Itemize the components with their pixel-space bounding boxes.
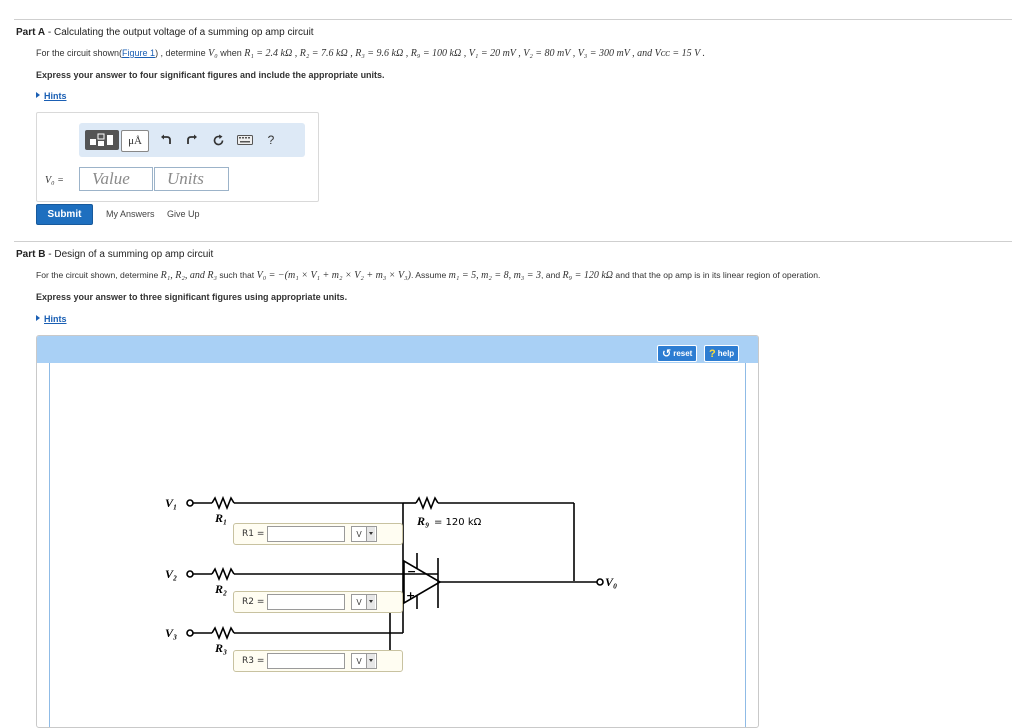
part-b-question: For the circuit shown, determine R₁, R₂,… xyxy=(36,270,821,281)
v3-terminal xyxy=(186,629,194,637)
redo-icon xyxy=(187,134,197,144)
r2-input[interactable] xyxy=(267,594,345,610)
v3-label: V₃ xyxy=(165,626,177,640)
circuit-diagram: V₁ V₂ V₃ R₁ R₂ R₃ R₉ = 120 kΩ V₀ − + xyxy=(165,495,617,670)
units-symbol-button[interactable]: μÅ xyxy=(121,130,149,152)
part-a-params: R₁ = 2.4 kΩ , R₂ = 7.6 kΩ , R₃ = 9.6 kΩ … xyxy=(244,48,705,59)
r1-label: R₁ xyxy=(214,511,227,525)
widget-help-button[interactable]: ?help xyxy=(704,345,740,362)
vo-label: V₀ = xyxy=(45,175,64,186)
r2-resistor xyxy=(211,566,235,582)
op-amp xyxy=(403,559,442,605)
r1-unit-select[interactable]: V xyxy=(351,526,377,542)
give-up-link[interactable]: Give Up xyxy=(167,209,200,219)
noninverting-input-sign: + xyxy=(406,589,415,602)
r1-resistor xyxy=(211,495,235,511)
part-a-heading: Calculating the output voltage of a summ… xyxy=(53,27,314,38)
r3-resistor xyxy=(211,625,235,641)
v2-label: V₂ xyxy=(165,567,177,581)
dropdown-arrow-icon xyxy=(366,595,375,609)
answer-box: μÅ ? V₀ = Value Units xyxy=(36,112,319,202)
circuit-canvas: V₁ V₂ V₃ R₁ R₂ R₃ R₉ = 120 kΩ V₀ − + R1 … xyxy=(49,363,746,727)
template-button[interactable] xyxy=(85,130,119,150)
my-answers-link[interactable]: My Answers xyxy=(106,209,155,219)
units-input[interactable]: Units xyxy=(154,167,229,191)
expand-arrow-icon xyxy=(36,92,40,98)
vo-terminal xyxy=(596,578,604,586)
submit-button[interactable]: Submit xyxy=(36,204,93,225)
value-input[interactable]: Value xyxy=(79,167,153,191)
r2-label: R₂ xyxy=(214,582,227,596)
figure-link[interactable]: Figure 1 xyxy=(122,48,156,58)
dropdown-arrow-icon xyxy=(366,654,375,668)
section-divider xyxy=(14,19,1012,20)
v2-terminal xyxy=(186,570,194,578)
rf-label: R₉ xyxy=(416,514,429,528)
inverting-input-sign: − xyxy=(407,565,416,578)
keyboard-icon xyxy=(237,135,253,145)
part-b-heading: Design of a summing op amp circuit xyxy=(54,249,214,260)
help-icon: ? xyxy=(709,347,716,360)
part-b-instruction: Express your answer to three significant… xyxy=(36,292,348,302)
rf-resistor xyxy=(415,495,439,511)
v1-terminal xyxy=(186,499,194,507)
r1-input[interactable] xyxy=(267,526,345,542)
circuit-widget: ↺reset ?help xyxy=(36,335,759,728)
part-a-hints-link[interactable]: Hints xyxy=(36,91,67,101)
rf-value: = 120 kΩ xyxy=(434,517,482,528)
part-b-label: Part B xyxy=(16,249,46,260)
part-a-title: Part A - Calculating the output voltage … xyxy=(16,27,314,38)
r3-label: R₃ xyxy=(214,641,227,655)
r3-unit-select[interactable]: V xyxy=(351,653,377,669)
undo-button[interactable] xyxy=(157,130,175,150)
undo-icon xyxy=(161,134,171,144)
r3-input[interactable] xyxy=(267,653,345,669)
part-b-hints-link[interactable]: Hints xyxy=(36,314,67,324)
part-a-label: Part A xyxy=(16,27,46,38)
widget-toolbar: ↺reset ?help xyxy=(37,336,758,363)
reset-icon: ↺ xyxy=(662,348,672,360)
part-b-title: Part B - Design of a summing op amp circ… xyxy=(16,249,214,260)
section-divider xyxy=(14,241,1012,242)
reset-button[interactable] xyxy=(209,130,227,150)
redo-button[interactable] xyxy=(183,130,201,150)
part-a-instruction: Express your answer to four significant … xyxy=(36,70,385,80)
help-button[interactable]: ? xyxy=(267,133,275,147)
refresh-icon xyxy=(213,134,223,145)
fraction-template-icon xyxy=(90,133,113,146)
r3-answer-field: R3 = V xyxy=(233,650,403,672)
r2-unit-select[interactable]: V xyxy=(351,594,377,610)
keyboard-button[interactable] xyxy=(234,130,256,150)
v1-label: V₁ xyxy=(165,496,177,510)
part-a-question: For the circuit shown(Figure 1) , determ… xyxy=(36,48,705,59)
widget-reset-button[interactable]: ↺reset xyxy=(657,345,698,362)
r2-answer-field: R2 = V xyxy=(233,591,403,613)
expand-arrow-icon xyxy=(36,315,40,321)
dropdown-arrow-icon xyxy=(366,527,375,541)
equation-toolbar: μÅ ? xyxy=(79,123,305,157)
vo-label: V₀ xyxy=(605,575,617,589)
r1-answer-field: R1 = V xyxy=(233,523,403,545)
